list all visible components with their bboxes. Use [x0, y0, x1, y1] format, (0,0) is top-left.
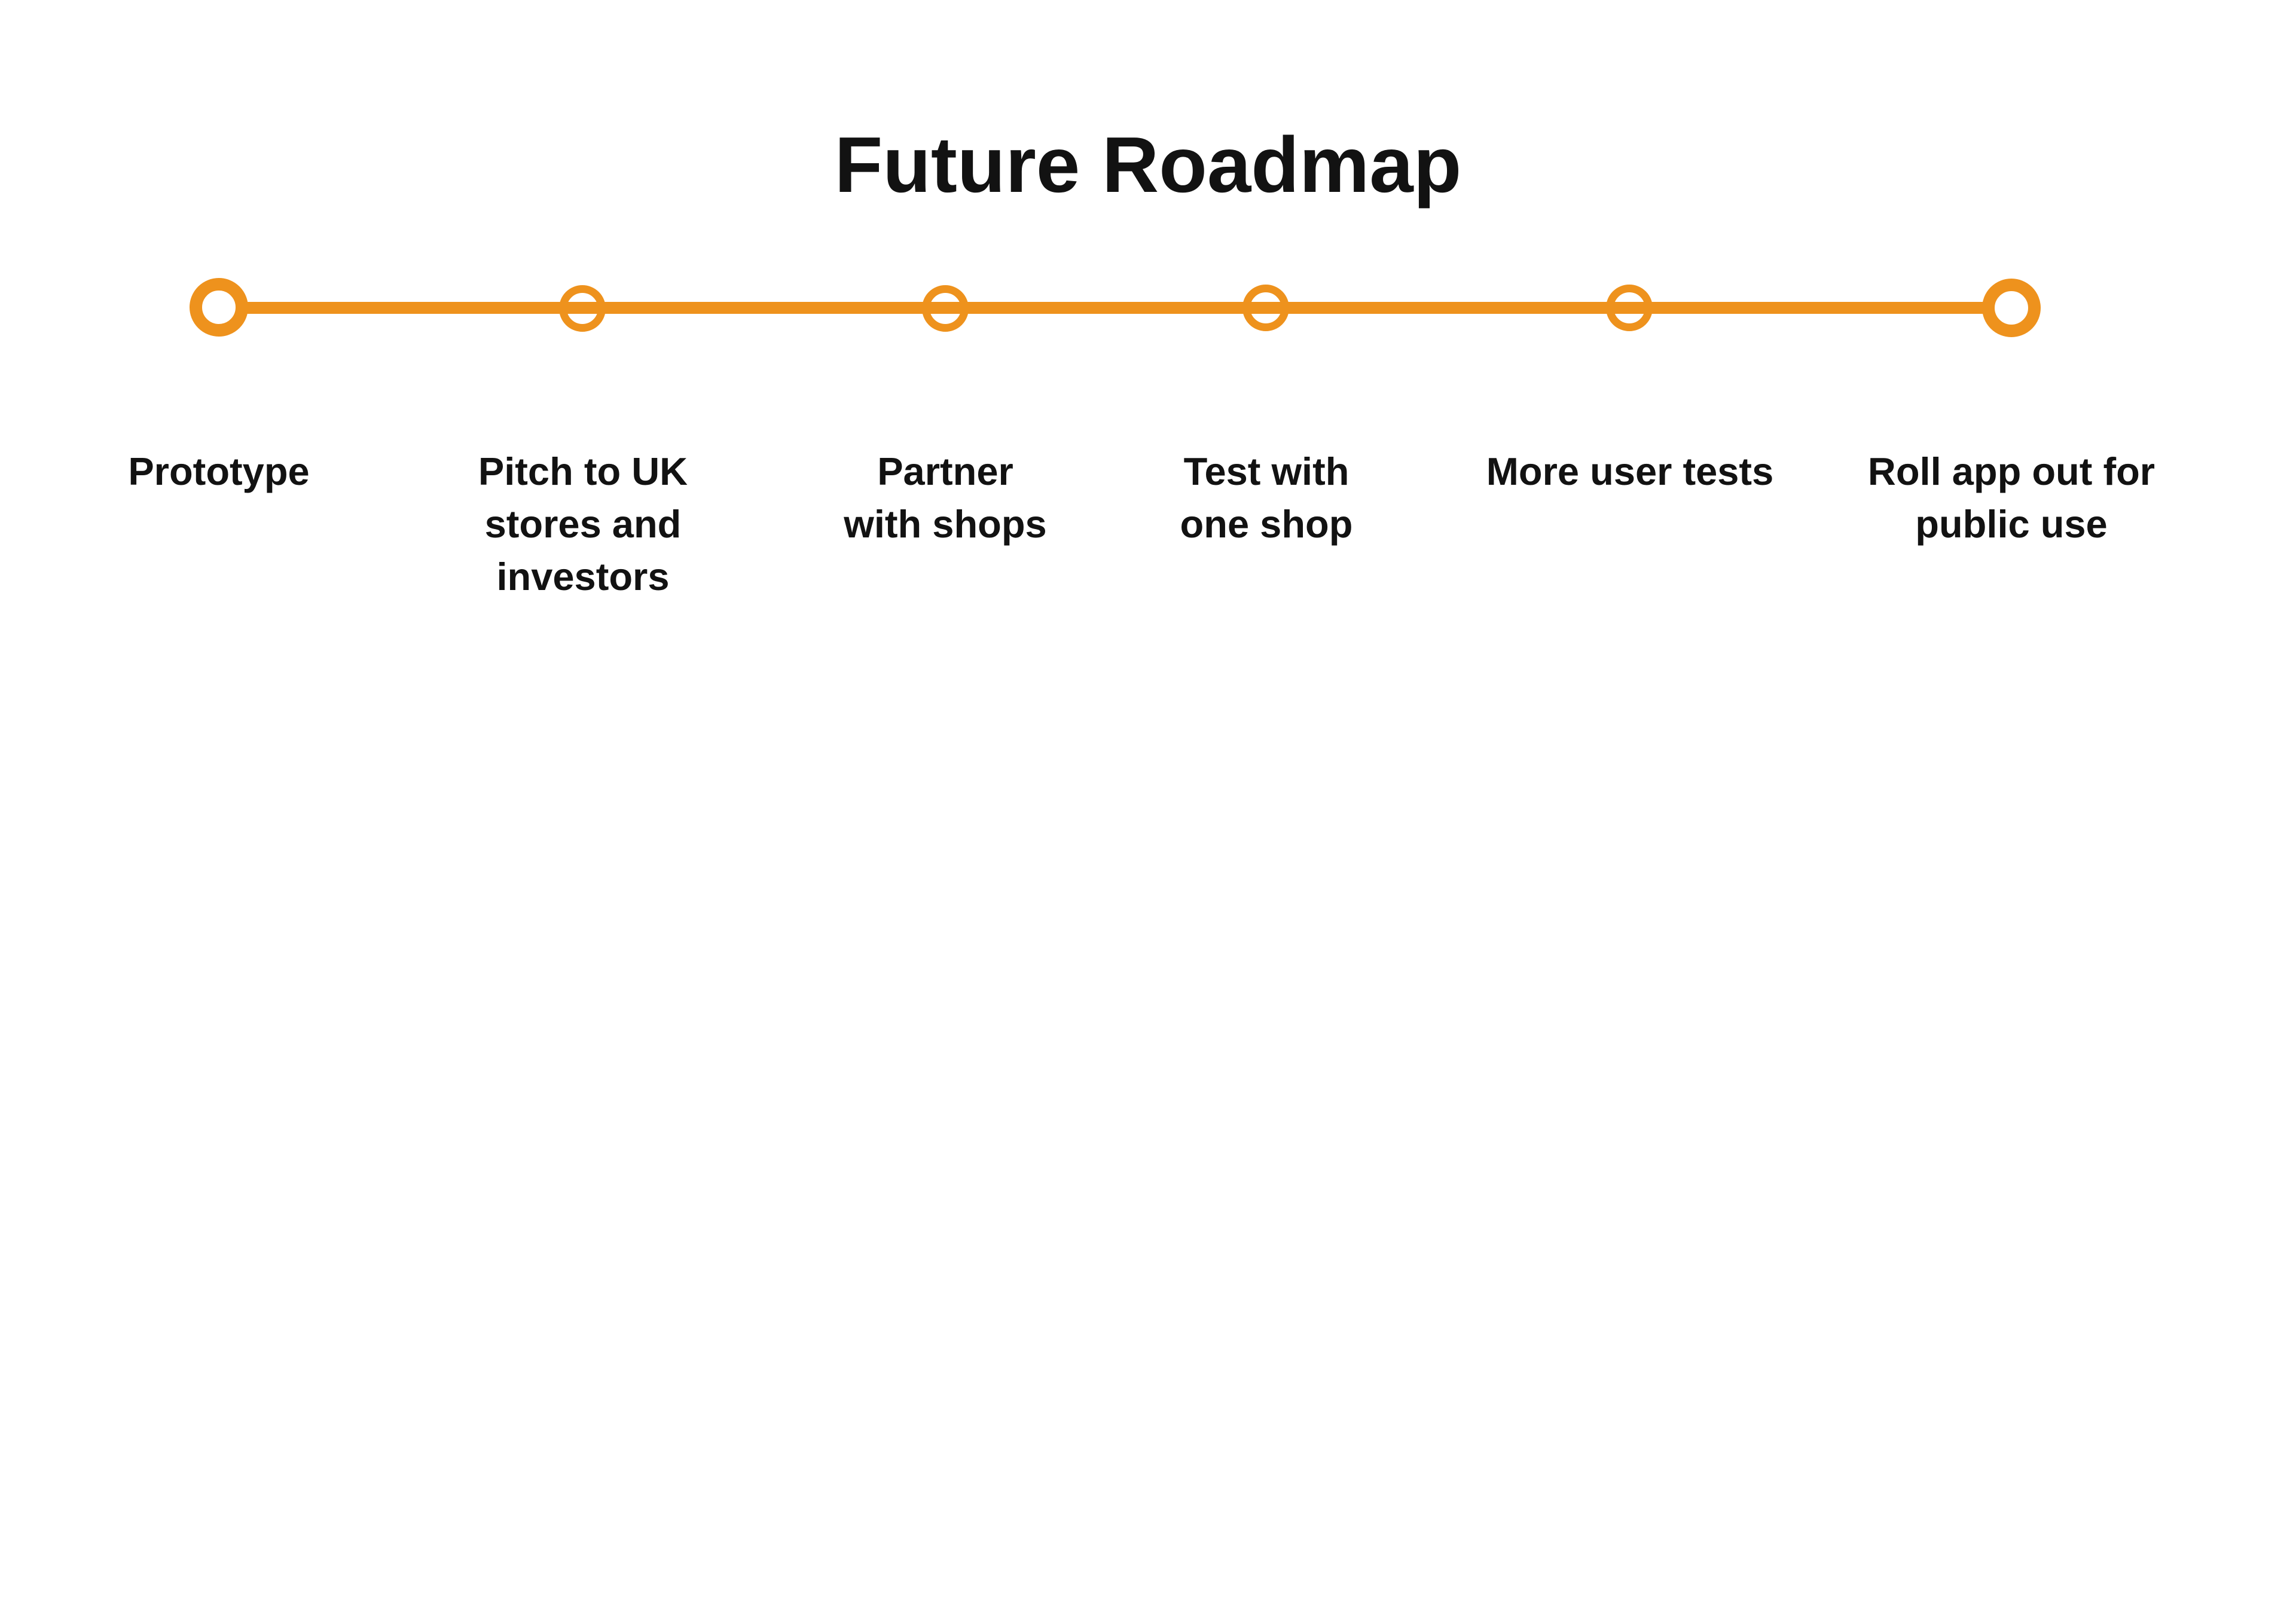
milestone-label-more-tests: More user tests [1486, 450, 1774, 493]
milestone-label-prototype: Prototype [128, 450, 310, 493]
timeline-track [219, 302, 2011, 314]
milestone-label-rollout: Roll app out for public use [1867, 450, 2155, 546]
timeline-node-prototype [190, 278, 248, 337]
milestone-label-pitch: Pitch to UK stores and investors [478, 450, 688, 598]
timeline-node-rollout [1982, 279, 2041, 337]
milestone-label-test: Test with one shop [1180, 450, 1353, 546]
milestone-label-partner: Partner with shops [844, 450, 1047, 546]
page-title: Future Roadmap [834, 121, 1462, 209]
roadmap-timeline: Prototype Pitch to UK stores and investo… [0, 0, 2296, 717]
